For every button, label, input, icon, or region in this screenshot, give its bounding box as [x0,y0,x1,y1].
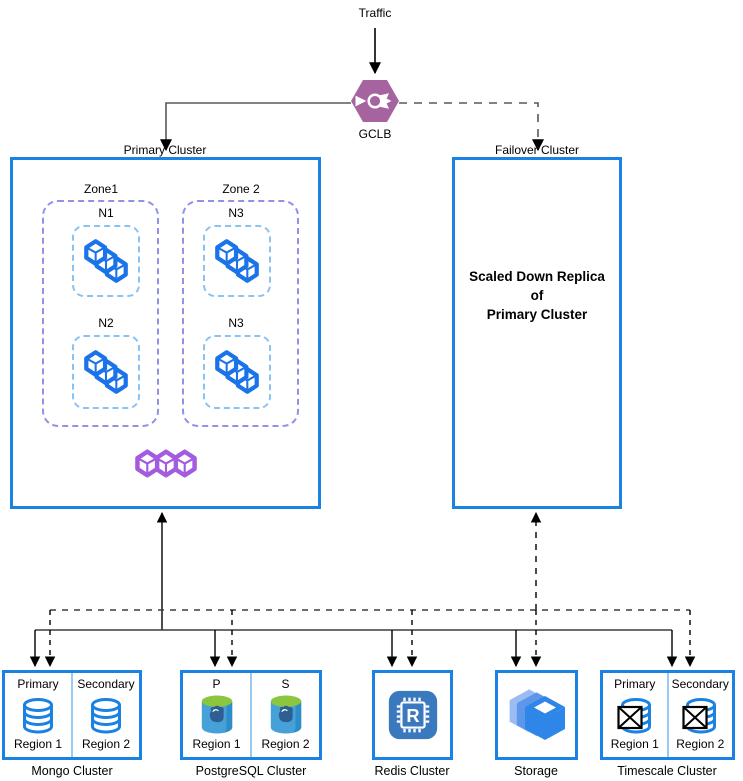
mongo-region2: Region 2 [81,737,131,751]
failover-cluster-label: Failover Cluster [494,143,580,157]
storage-name: Storage [514,764,558,778]
node-cubes-icon [81,238,131,284]
node-n2-label: N2 [98,316,114,330]
redis-letter: R [406,705,419,726]
node-n3a-box [203,225,271,297]
timescale-region1: Region 1 [610,737,659,751]
mongo-region1: Region 1 [13,737,63,751]
primary-cluster-label: Primary Cluster [123,143,207,157]
node-cubes-icon [212,238,262,284]
mongo-cluster-name: Mongo Cluster [31,764,113,778]
mongo-primary-half: Primary Region 1 [5,673,71,757]
node-n2-box [72,335,140,409]
postgres-secondary-role: S [281,677,290,691]
region-divider [250,673,252,757]
postgres-primary-half: P Region 1 [183,673,250,757]
gclb-icon [351,79,399,123]
traffic-label: Traffic [358,6,392,20]
node-n1-label: N1 [98,206,114,220]
postgres-primary-role: P [212,677,221,691]
node-n3a-label: N3 [228,206,244,220]
mongo-secondary-role: Secondary [77,677,135,691]
zone2-label: Zone 2 [222,182,260,196]
postgres-cluster-name: PostgreSQL Cluster [195,764,307,778]
timescale-cluster-box: Primary Region 1 Secondary Region 2 [600,670,735,760]
failover-cluster-box [452,157,622,509]
region-divider [71,673,73,757]
timescale-cluster-name: Timescale Cluster [617,764,717,778]
timescale-region2: Region 2 [676,737,725,751]
zone1-label: Zone1 [83,182,119,196]
failover-line3: Primary Cluster [486,306,588,322]
primary-cluster-box [10,157,321,509]
timescale-secondary-half: Secondary Region 2 [669,673,733,757]
node-n3b-box [203,335,271,409]
postgres-cluster-box: P Region 1 S [180,670,322,760]
mongo-cluster-box: Primary Region 1 Secondary Region 2 [2,670,142,760]
mongo-db-icon [91,697,121,733]
timescale-secondary-role: Secondary [671,677,729,691]
timescale-primary-role: Primary [614,677,656,691]
failover-line2: of [530,287,544,303]
zone1-box [42,200,159,427]
node-n3b-label: N3 [228,316,244,330]
redis-cluster-name: Redis Cluster [374,764,450,778]
redis-cluster-box: R [372,670,453,760]
mongo-db-icon [23,697,53,733]
gclb-label: GCLB [358,127,392,141]
node-cubes-icon [81,349,131,395]
postgres-region2: Region 2 [261,737,310,751]
pods-icon [133,447,199,481]
postgres-secondary-half: S Region 2 [252,673,319,757]
mongo-primary-role: Primary [17,677,59,691]
node-n1-box [72,225,140,297]
failover-line1: Scaled Down Replica [469,269,605,284]
node-cubes-icon [212,349,262,395]
postgres-db-icon [201,695,232,734]
timescale-primary-half: Primary Region 1 [603,673,667,757]
region-divider [666,673,669,757]
timescale-db-icon [682,697,717,733]
postgres-db-icon [270,695,301,734]
storage-icon [509,689,565,740]
failover-description: Scaled Down Replica of Primary Cluster [452,268,622,325]
storage-box [495,670,578,760]
postgres-region1: Region 1 [192,737,241,751]
redis-icon: R [388,690,437,740]
timescale-db-icon [617,697,651,733]
mongo-secondary-half: Secondary Region 2 [73,673,139,757]
zone2-box [182,200,299,427]
